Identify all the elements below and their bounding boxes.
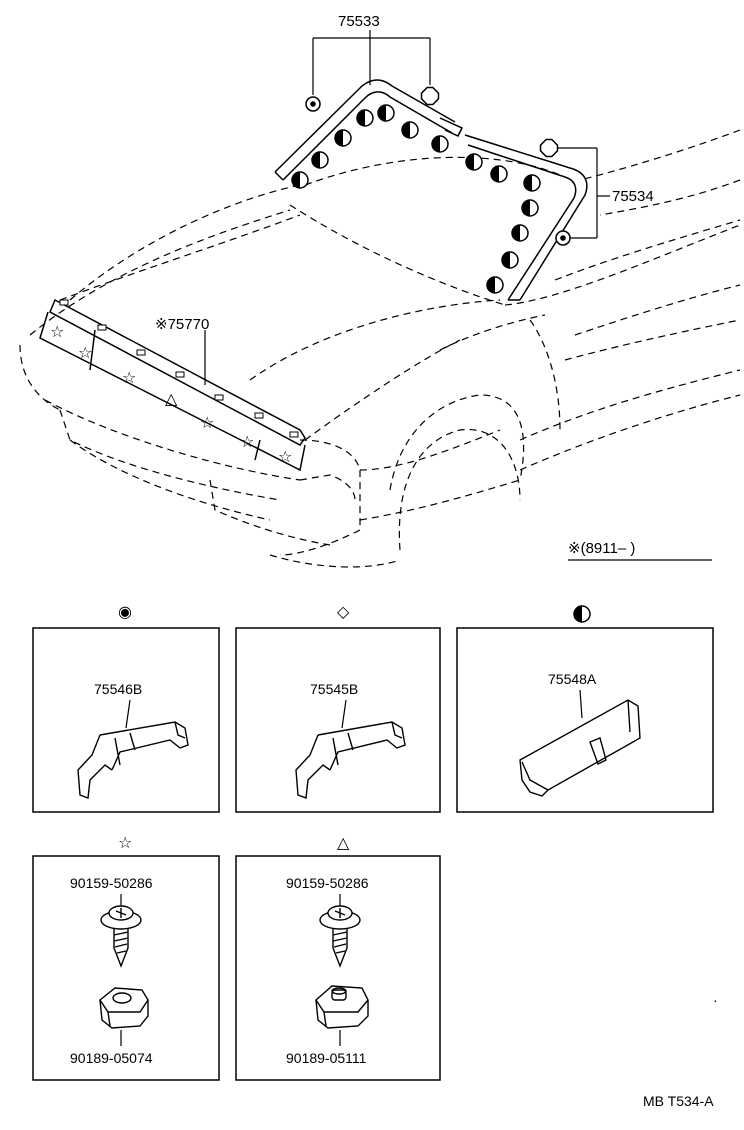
callout-75533: 75533 bbox=[338, 13, 380, 30]
clip-75545B-drawing bbox=[295, 721, 406, 799]
diagram-id: MB T534-A bbox=[643, 1093, 714, 1109]
nut-drawing bbox=[99, 987, 149, 1029]
part-number: 75546B bbox=[94, 681, 142, 697]
star-fastener-marks: ☆ ☆ ☆ ☆ ☆ ☆ △ bbox=[50, 322, 292, 466]
hood-front-moulding bbox=[39, 298, 306, 472]
callout-75534-leaders bbox=[557, 147, 610, 239]
panel-symbol: ◇ bbox=[337, 602, 350, 621]
star-mark: ☆ bbox=[122, 368, 136, 387]
screw-part-number: 90159-50286 bbox=[286, 875, 369, 891]
triangle-mark: △ bbox=[165, 389, 178, 408]
clip-75548A-drawing bbox=[519, 699, 641, 797]
panel-triangle-fasteners: △ 90159-50286 90189-05111 bbox=[235, 833, 441, 1081]
part-number: 75545B bbox=[310, 681, 358, 697]
panel-symbol: ◉ bbox=[118, 602, 132, 621]
ring-marker-upper bbox=[305, 96, 321, 112]
hood-moulding-clips bbox=[59, 299, 299, 438]
star-mark: ☆ bbox=[78, 343, 92, 362]
callout-75534: 75534 bbox=[612, 188, 654, 205]
panel-star-fasteners: ☆ 90159-50286 90189-05074 bbox=[32, 833, 220, 1081]
panel-75545B: ◇ 75545B bbox=[235, 602, 441, 813]
screw-drawing bbox=[100, 905, 142, 968]
stray-mark: · bbox=[713, 992, 718, 1008]
star-mark: ☆ bbox=[278, 447, 292, 466]
windshield-moulding bbox=[274, 79, 588, 301]
panel-75546B: ◉ 75546B bbox=[32, 602, 220, 813]
panel-symbol: △ bbox=[337, 833, 350, 852]
star-mark: ☆ bbox=[200, 413, 214, 432]
panel-75548A: 75548A bbox=[456, 605, 714, 813]
part-number: 75548A bbox=[548, 671, 597, 687]
screw-drawing bbox=[319, 905, 361, 968]
hood-outline bbox=[59, 214, 546, 351]
star-mark: ☆ bbox=[240, 432, 254, 451]
nut-part-number: 90189-05074 bbox=[70, 1050, 153, 1066]
ring-marker-side bbox=[555, 230, 571, 246]
callout-75533-leaders bbox=[312, 30, 431, 95]
screw-part-number: 90159-50286 bbox=[70, 875, 153, 891]
panel-symbol: ☆ bbox=[118, 833, 132, 852]
callout-75770: ※75770 bbox=[155, 316, 209, 333]
nut-drawing bbox=[315, 985, 369, 1029]
diamond-marker-side bbox=[536, 135, 562, 161]
star-mark: ☆ bbox=[50, 322, 64, 341]
clip-75546B-drawing bbox=[77, 721, 189, 799]
date-note: ※(8911– ) bbox=[568, 540, 635, 557]
nut-part-number: 90189-05111 bbox=[286, 1050, 367, 1066]
